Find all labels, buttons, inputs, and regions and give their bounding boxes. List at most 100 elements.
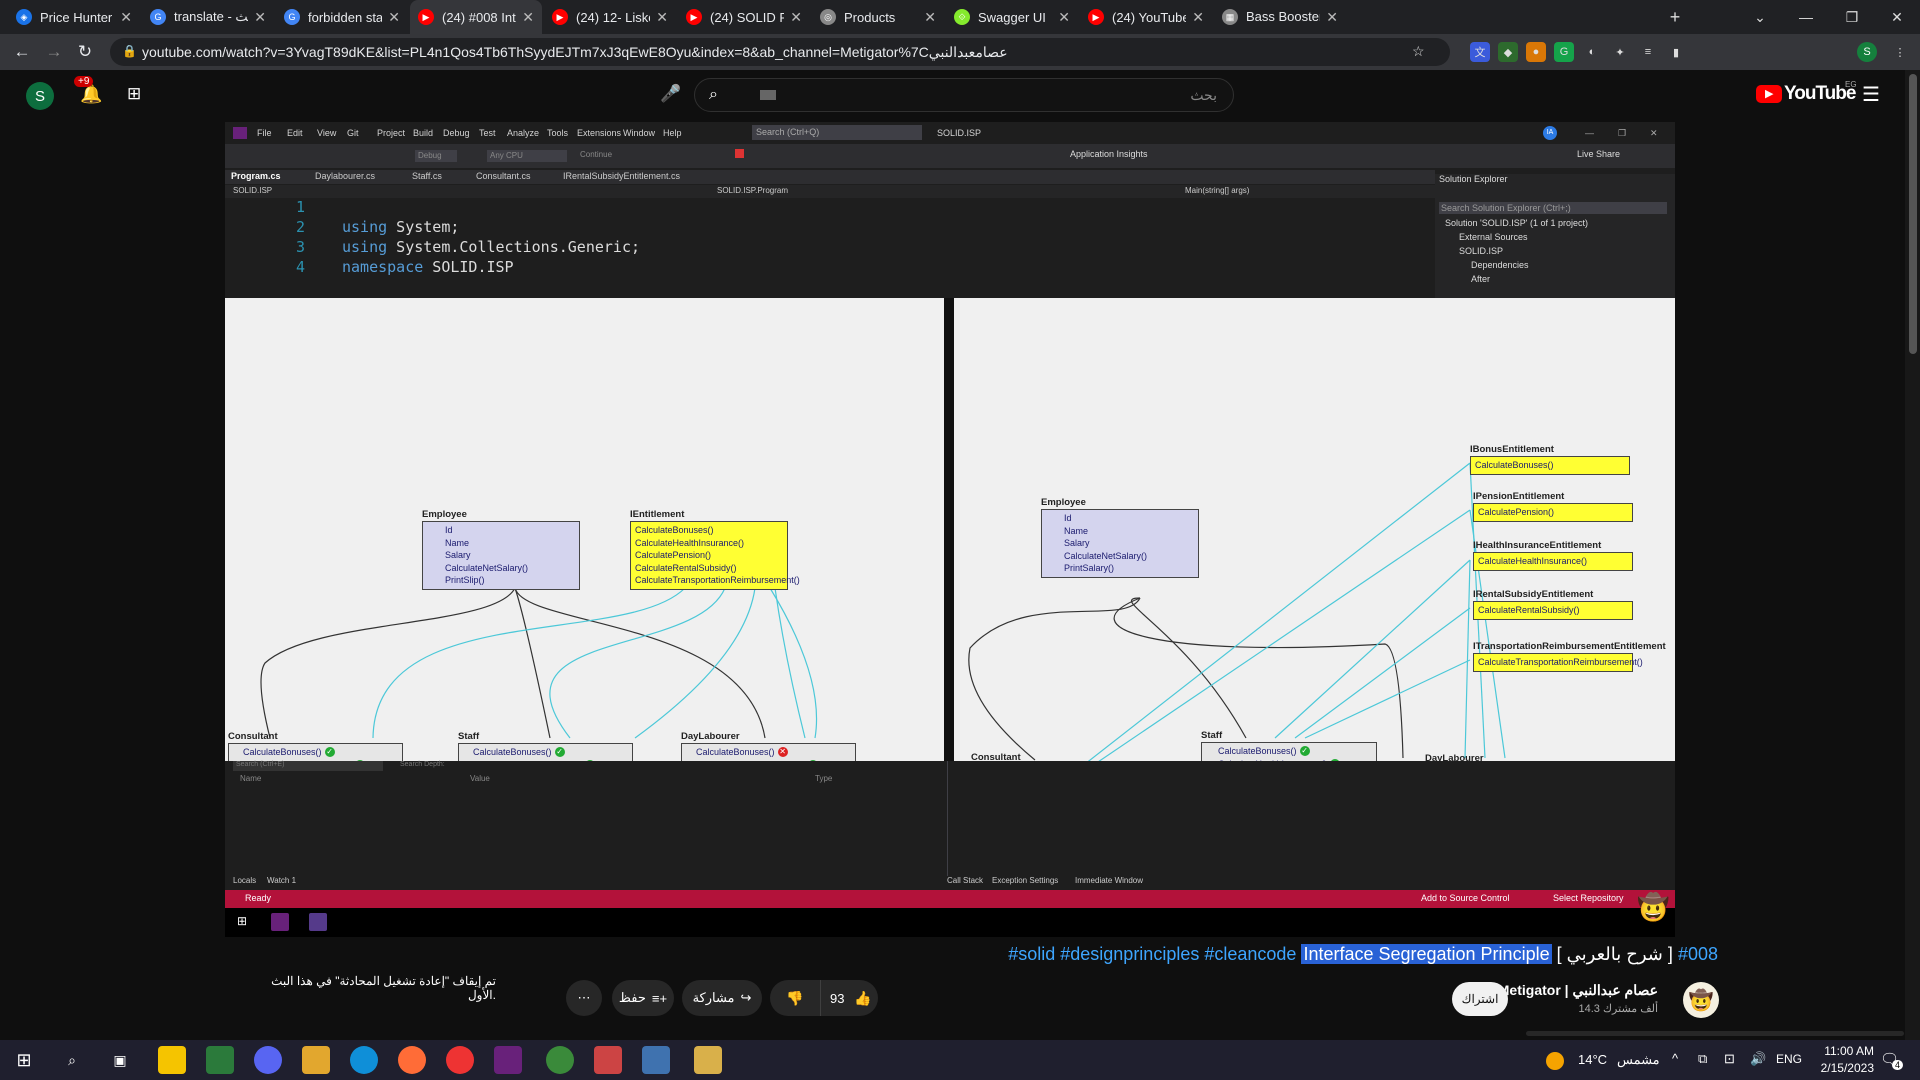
translate-ext-icon[interactable]: 文 — [1470, 42, 1490, 62]
vs-menu-item[interactable]: View — [317, 128, 337, 138]
like-count[interactable]: 93 — [830, 990, 845, 1006]
browser-tab[interactable]: ⟐Swagger UI✕ — [946, 0, 1078, 34]
share-button[interactable]: مشاركة ↪ — [682, 980, 762, 1016]
search-icon[interactable]: ⌕ — [709, 86, 718, 103]
search-input[interactable]: بحث — [1190, 87, 1217, 103]
save-button[interactable]: حفظ ≡+ — [612, 980, 674, 1016]
browser-tab[interactable]: ▶(24) SOLID Principl✕ — [678, 0, 810, 34]
vs-menu-item[interactable]: Debug — [443, 128, 470, 138]
forward-icon[interactable]: → — [45, 42, 63, 61]
volume-icon[interactable]: 🔊 — [1750, 1051, 1767, 1066]
browser-tab[interactable]: ▶(24) 12- Liskov Sub✕ — [544, 0, 676, 34]
discord-icon[interactable] — [254, 1046, 282, 1074]
weather-temp[interactable]: 14°C — [1578, 1052, 1608, 1067]
vs-search-box[interactable]: Search (Ctrl+Q) — [752, 125, 922, 140]
tray-apps-icon[interactable]: ⧉ — [1698, 1051, 1708, 1066]
more-actions-button[interactable]: ⋯ — [566, 980, 602, 1016]
file-explorer-icon[interactable] — [302, 1046, 330, 1074]
misc-app-icon[interactable] — [694, 1046, 722, 1074]
url-text[interactable]: youtube.com/watch?v=3YvagT89dKE&list=PL4… — [142, 44, 1008, 60]
tray-chevron-icon[interactable]: ^ — [1672, 1051, 1679, 1066]
browser-tab[interactable]: ▶(24) YouTube✕ — [1080, 0, 1212, 34]
nav-member[interactable]: Main(string[] args) — [1185, 186, 1250, 195]
weather-icon[interactable] — [1546, 1052, 1564, 1070]
capture-ext-icon[interactable]: ◐ — [1588, 46, 1596, 58]
guide-menu-icon[interactable]: ☰ — [1862, 84, 1880, 106]
nav-type[interactable]: SOLID.ISP.Program — [717, 186, 788, 195]
fire-ext-icon[interactable]: ● — [1526, 42, 1546, 62]
vs-menu-item[interactable]: Analyze — [507, 128, 540, 138]
clock-time[interactable]: 11:00 AM — [1824, 1044, 1874, 1058]
vs-restore-icon[interactable]: ❐ — [1618, 128, 1627, 138]
vs-menu-item[interactable]: Git — [347, 128, 359, 138]
minimize-icon[interactable]: — — [1799, 9, 1813, 25]
tab-immediate-window[interactable]: Immediate Window — [1075, 876, 1144, 885]
search-box[interactable]: ⌕ بحث — [694, 78, 1234, 112]
solution-tree-item[interactable]: Dependencies — [1471, 260, 1529, 270]
vs-menu-item[interactable]: File — [257, 128, 272, 138]
start-icon[interactable]: ⊞ — [16, 1049, 32, 1070]
tab-close-icon[interactable]: ✕ — [388, 8, 400, 25]
solution-search-input[interactable]: Search Solution Explorer (Ctrl+;) — [1439, 202, 1667, 214]
add-to-source-control[interactable]: Add to Source Control — [1421, 893, 1510, 903]
tab-close-icon[interactable]: ✕ — [120, 8, 132, 25]
tab-exception-settings[interactable]: Exception Settings — [992, 876, 1059, 885]
grammarly-ext-icon[interactable]: G — [1554, 42, 1574, 62]
taskbar-search-icon[interactable]: ⌕ — [68, 1051, 76, 1068]
vs-doc-tab[interactable]: Staff.cs — [412, 171, 442, 181]
vs-minimize-icon[interactable]: — — [1585, 128, 1594, 138]
solution-tree-item[interactable]: After — [1471, 274, 1491, 284]
config-dropdown[interactable]: Debug — [415, 150, 457, 162]
extensions-icon[interactable]: ✦ — [1615, 46, 1625, 59]
postman-icon[interactable] — [398, 1046, 426, 1074]
reload-icon[interactable]: ↻ — [77, 42, 93, 61]
stop-icon[interactable] — [735, 149, 744, 158]
browser-tab[interactable]: ▶(24) #008 Inte✕ — [410, 0, 542, 34]
vs-doc-tab[interactable]: Program.cs — [231, 171, 281, 181]
tab-close-icon[interactable]: ✕ — [656, 8, 668, 25]
profile-avatar[interactable]: S — [1857, 42, 1877, 62]
like-icon[interactable]: 👍 — [854, 989, 872, 1006]
continue-button[interactable]: Continue — [580, 150, 613, 159]
vs-doc-tab[interactable]: IRentalSubsidyEntitlement.cs — [563, 171, 681, 181]
solution-tree-item[interactable]: External Sources — [1459, 232, 1528, 242]
visual-studio-icon[interactable] — [494, 1046, 522, 1074]
note-app-icon[interactable] — [206, 1046, 234, 1074]
weather-desc[interactable]: مشمس — [1617, 1052, 1660, 1067]
tab-close-icon[interactable]: ✕ — [1192, 8, 1204, 25]
channel-name[interactable]: Metigator | عصام عبدالنبي — [1497, 982, 1658, 998]
tab-close-icon[interactable]: ✕ — [254, 8, 266, 25]
bookmark-star-icon[interactable]: ☆ — [1412, 43, 1425, 59]
vs-menu-item[interactable]: Project — [377, 128, 406, 138]
vs-close-icon[interactable]: ✕ — [1650, 128, 1658, 138]
chrome-icon[interactable] — [446, 1046, 474, 1074]
vs-user-avatar[interactable]: IA — [1543, 126, 1557, 140]
chrome-active-icon[interactable] — [546, 1046, 574, 1074]
browser-tab[interactable]: ▦Bass Booster - سوق✕ — [1214, 0, 1346, 34]
address-bar[interactable]: 🔒 youtube.com/watch?v=3YvagT89dKE&list=P… — [110, 38, 1450, 66]
new-tab-button[interactable]: + — [1669, 6, 1681, 27]
browser-menu-icon[interactable]: ⋮ — [1894, 46, 1906, 59]
tab-watch[interactable]: Watch 1 — [267, 876, 297, 885]
live-share-button[interactable]: Live Share — [1577, 149, 1621, 159]
vs-doc-tab[interactable]: Consultant.cs — [476, 171, 531, 181]
code-line[interactable]: using System; — [342, 218, 459, 236]
create-video-icon[interactable]: ⊞ — [127, 84, 142, 103]
task-view-icon[interactable]: ▣ — [113, 1051, 127, 1068]
app-window-icon[interactable] — [642, 1046, 670, 1074]
browser-tab[interactable]: ◈Price Hunter MVC |✕ — [8, 0, 140, 34]
vs-menu-item[interactable]: Extensions — [577, 128, 622, 138]
solution-tree-item[interactable]: SOLID.ISP — [1459, 246, 1504, 256]
vs-doc-tab[interactable]: Daylabourer.cs — [315, 171, 376, 181]
vs-menu-item[interactable]: Tools — [547, 128, 569, 138]
sticky-notes-icon[interactable] — [158, 1046, 186, 1074]
restore-icon[interactable]: ❐ — [1845, 8, 1859, 25]
title-tags[interactable]: #solid #designprinciples #cleancode — [1008, 944, 1297, 964]
keyboard-icon[interactable] — [760, 90, 776, 100]
side-panel-icon[interactable]: ▮ — [1672, 46, 1680, 59]
notifications-bell-icon[interactable]: 🔔 — [80, 84, 103, 104]
